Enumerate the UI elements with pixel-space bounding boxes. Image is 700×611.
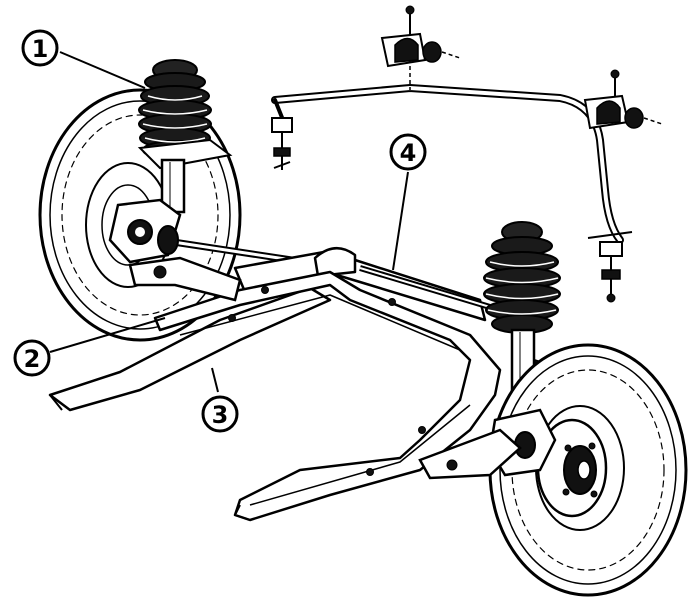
callout-2: 2 (13, 339, 51, 377)
callout-3-label: 3 (212, 401, 229, 429)
callout-1: 1 (21, 29, 59, 67)
right-drop-link (587, 231, 633, 303)
link-rod (359, 265, 501, 313)
anti-roll-bar (271, 84, 624, 244)
callout-4-label: 4 (400, 139, 417, 167)
bar-bracket-center (380, 5, 461, 90)
left-drive-shaft (157, 225, 306, 266)
callout-leaders (49, 51, 409, 393)
subframe (48, 247, 502, 522)
left-drop-link (271, 117, 293, 170)
lower-control-arm-right (418, 428, 522, 480)
callout-1-label: 1 (32, 35, 49, 63)
lower-control-arm-left (128, 256, 242, 302)
bar-bracket-right (583, 69, 663, 130)
callout-3: 3 (201, 395, 239, 433)
callout-4: 4 (389, 133, 427, 171)
callout-2-label: 2 (24, 345, 41, 373)
